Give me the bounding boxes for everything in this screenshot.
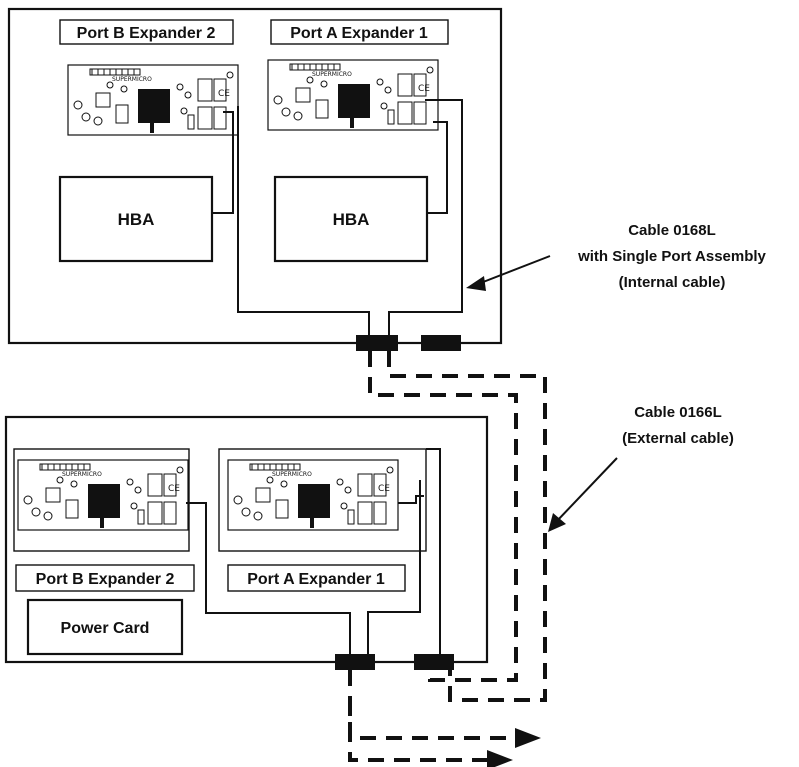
bottom-port-a-label-box (227, 564, 406, 592)
top-connector-spare-port (421, 335, 461, 351)
top-expander-board-a (267, 59, 439, 131)
top-port-b-label: Port B Expander 2 (77, 25, 216, 42)
top-hba-left-label: HBA (118, 210, 155, 229)
external-cable-callout-arrowhead (548, 513, 566, 532)
top-hba-left-box (58, 175, 214, 263)
top-port-a-label-box (270, 19, 449, 45)
internal-cable-callout-line3: (Internal cable) (619, 274, 726, 291)
arrowhead-out-1 (515, 728, 541, 748)
external-cable-inner (387, 351, 547, 702)
bottom-port-b-label-box (15, 564, 195, 592)
bottom-enclosure (4, 415, 489, 664)
bottom-expander-b-tray (13, 448, 190, 552)
internal-cable-board-b-to-port (237, 106, 370, 338)
external-cable-out-2 (348, 700, 490, 762)
top-port-b-label-box (59, 19, 234, 45)
bottom-port-a-label: Port A Expander 1 (247, 571, 385, 588)
internal-cable-callout-line2: with Single Port Assembly (577, 248, 766, 265)
internal-cable-hba-left (212, 111, 234, 214)
arrowhead-out-2 (487, 750, 513, 767)
bottom-internal-cable-b (186, 502, 351, 656)
top-connector-cable-port (356, 335, 398, 351)
top-hba-right-label: HBA (333, 210, 370, 229)
external-cable-callout-line2: (External cable) (622, 430, 734, 447)
external-cable-callout-arrow (555, 457, 618, 523)
bottom-connector-port-b (335, 654, 375, 670)
internal-cable-board-a-to-port (388, 99, 463, 338)
bottom-expander-board-b (17, 459, 189, 531)
bottom-connector-port-a (414, 654, 454, 670)
internal-cable-callout-line1: Cable 0168L (628, 222, 716, 239)
bottom-port-b-label: Port B Expander 2 (36, 571, 175, 588)
bottom-internal-cable-a-right (426, 448, 441, 656)
internal-cable-hba-right (427, 121, 448, 214)
power-card-label: Power Card (61, 620, 150, 637)
internal-cable-callout-arrow (477, 255, 551, 285)
bottom-internal-cable-a-down (367, 480, 421, 656)
bottom-expander-a-tray (218, 448, 427, 552)
internal-cable-callout-arrowhead (466, 276, 486, 291)
power-card-box (26, 598, 184, 656)
top-enclosure (7, 7, 503, 345)
top-hba-right-box (273, 175, 429, 263)
top-expander-board-b (67, 64, 239, 136)
external-cable-outer (368, 351, 518, 682)
top-port-a-label: Port A Expander 1 (290, 25, 428, 42)
bottom-expander-board-a (227, 459, 399, 531)
external-cable-callout-line1: Cable 0166L (634, 404, 722, 421)
